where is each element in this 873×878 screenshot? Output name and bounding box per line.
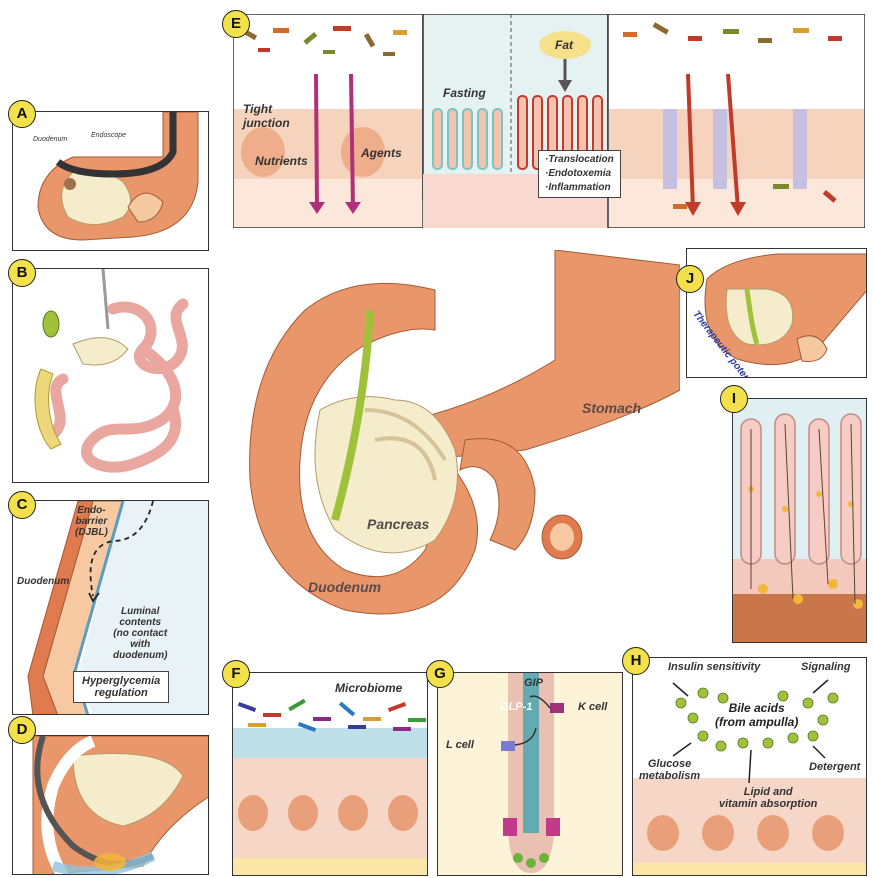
center-pancreas-label: Pancreas — [367, 516, 429, 532]
panel-e-fasting-label: Fasting — [443, 86, 486, 100]
panel-h: Insulin sensitivity Signaling Bile acids… — [632, 657, 867, 876]
panel-g-glp1-label: GLP-1 — [500, 701, 532, 713]
panel-b-intestine-illustration — [13, 269, 209, 483]
panel-f-microbiome-illustration — [233, 673, 428, 876]
panel-e-agents-label: Agents — [361, 146, 402, 160]
panel-c-endobarrier-label: Endo- barrier (DJBL) — [75, 505, 108, 538]
panel-e-badge: E — [222, 10, 250, 38]
effect-inflammation: ·Inflammation — [545, 181, 614, 195]
panel-a-endoscope-label: Endoscope — [91, 132, 126, 139]
panel-c-hyperglycemia-box: Hyperglycemia regulation — [73, 671, 169, 703]
effect-translocation: ·Translocation — [545, 153, 614, 167]
panel-c: Endo- barrier (DJBL) Duodenum Luminal co… — [12, 500, 209, 715]
panel-a-badge: A — [8, 100, 36, 128]
panel-i-badge: I — [720, 385, 748, 413]
panel-h-signaling-label: Signaling — [801, 661, 851, 673]
panel-c-badge: C — [8, 491, 36, 519]
panel-h-glucose-label: Glucose metabolism — [639, 758, 700, 782]
panel-i-villi-illustration — [733, 399, 867, 643]
panel-f-microbiome-label: Microbiome — [335, 681, 402, 695]
panel-d — [12, 735, 209, 875]
panel-c-luminal-label: Luminal contents (no contact with duoden… — [113, 606, 167, 661]
panel-i — [732, 398, 867, 643]
panel-e-effects-box: ·Translocation ·Endotoxemia ·Inflammatio… — [538, 150, 621, 198]
panel-e-nutrients-label: Nutrients — [255, 154, 308, 168]
panel-h-badge: H — [622, 647, 650, 675]
center-stomach-label: Stomach — [582, 400, 641, 416]
effect-endotoxemia: ·Endotoxemia — [545, 167, 614, 181]
panel-h-insulin-label: Insulin sensitivity — [668, 661, 760, 673]
panel-a: Duodenum Endoscope — [12, 111, 209, 251]
panel-h-detergent-label: Detergent — [809, 761, 860, 773]
panel-b — [12, 268, 209, 483]
center-duodenum-label: Duodenum — [308, 579, 381, 595]
panel-a-duodenum-label: Duodenum — [33, 136, 67, 143]
panel-j-badge: J — [676, 265, 704, 293]
panel-j: Therapeutic potential — [686, 248, 867, 378]
panel-g-kcell-label: K cell — [578, 701, 607, 713]
center-anatomy: Stomach Pancreas Duodenum — [225, 250, 680, 635]
panel-j-illustration — [687, 249, 867, 378]
panel-e-fat-label: Fat — [555, 38, 573, 52]
panel-c-duodenum-label: Duodenum — [17, 576, 69, 587]
center-gi-illustration — [225, 250, 680, 635]
panel-h-lipid-label: Lipid and vitamin absorption — [719, 786, 817, 810]
panel-h-bile-label: Bile acids (from ampulla) — [715, 701, 798, 729]
panel-e: Tight junction Nutrients Agents Fasting … — [233, 14, 865, 228]
panel-b-badge: B — [8, 259, 36, 287]
panel-g-lcell-label: L cell — [446, 739, 474, 751]
panel-f: Microbiome — [232, 672, 428, 876]
panel-g-gip-label: GIP — [524, 677, 543, 689]
panel-d-badge: D — [8, 716, 36, 744]
panel-f-badge: F — [222, 660, 250, 688]
panel-d-endoscopy-illustration — [13, 736, 209, 875]
panel-e-tight-junction-label: Tight junction — [243, 102, 290, 130]
panel-g: GIP K cell GLP-1 L cell — [437, 672, 623, 876]
panel-g-badge: G — [426, 660, 454, 688]
